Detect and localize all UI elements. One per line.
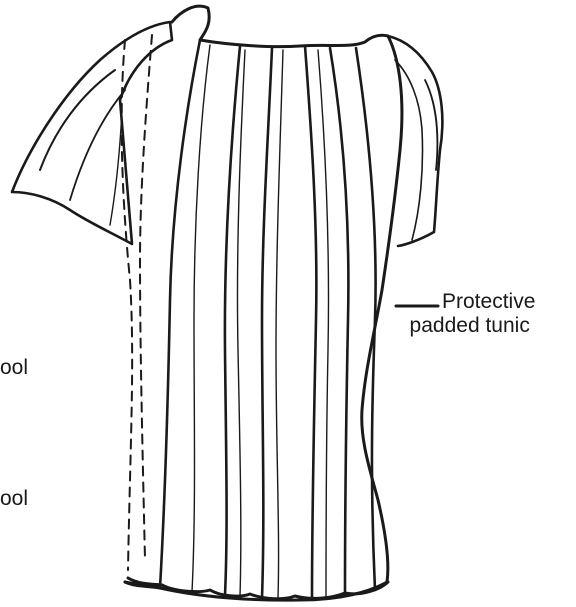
label-line-1: Protective [404,290,535,314]
left-label-bottom: ool [0,487,28,511]
right-sleeve [388,36,442,246]
label-line-2: padded tunic [404,314,535,338]
dashed-seam-lines [122,35,152,570]
left-label-top: ool [0,356,28,380]
protective-padded-tunic-label: Protective padded tunic [404,290,535,338]
padding-channels [160,40,376,598]
padding-channel-shading [192,45,329,598]
left-sleeve [12,22,172,244]
